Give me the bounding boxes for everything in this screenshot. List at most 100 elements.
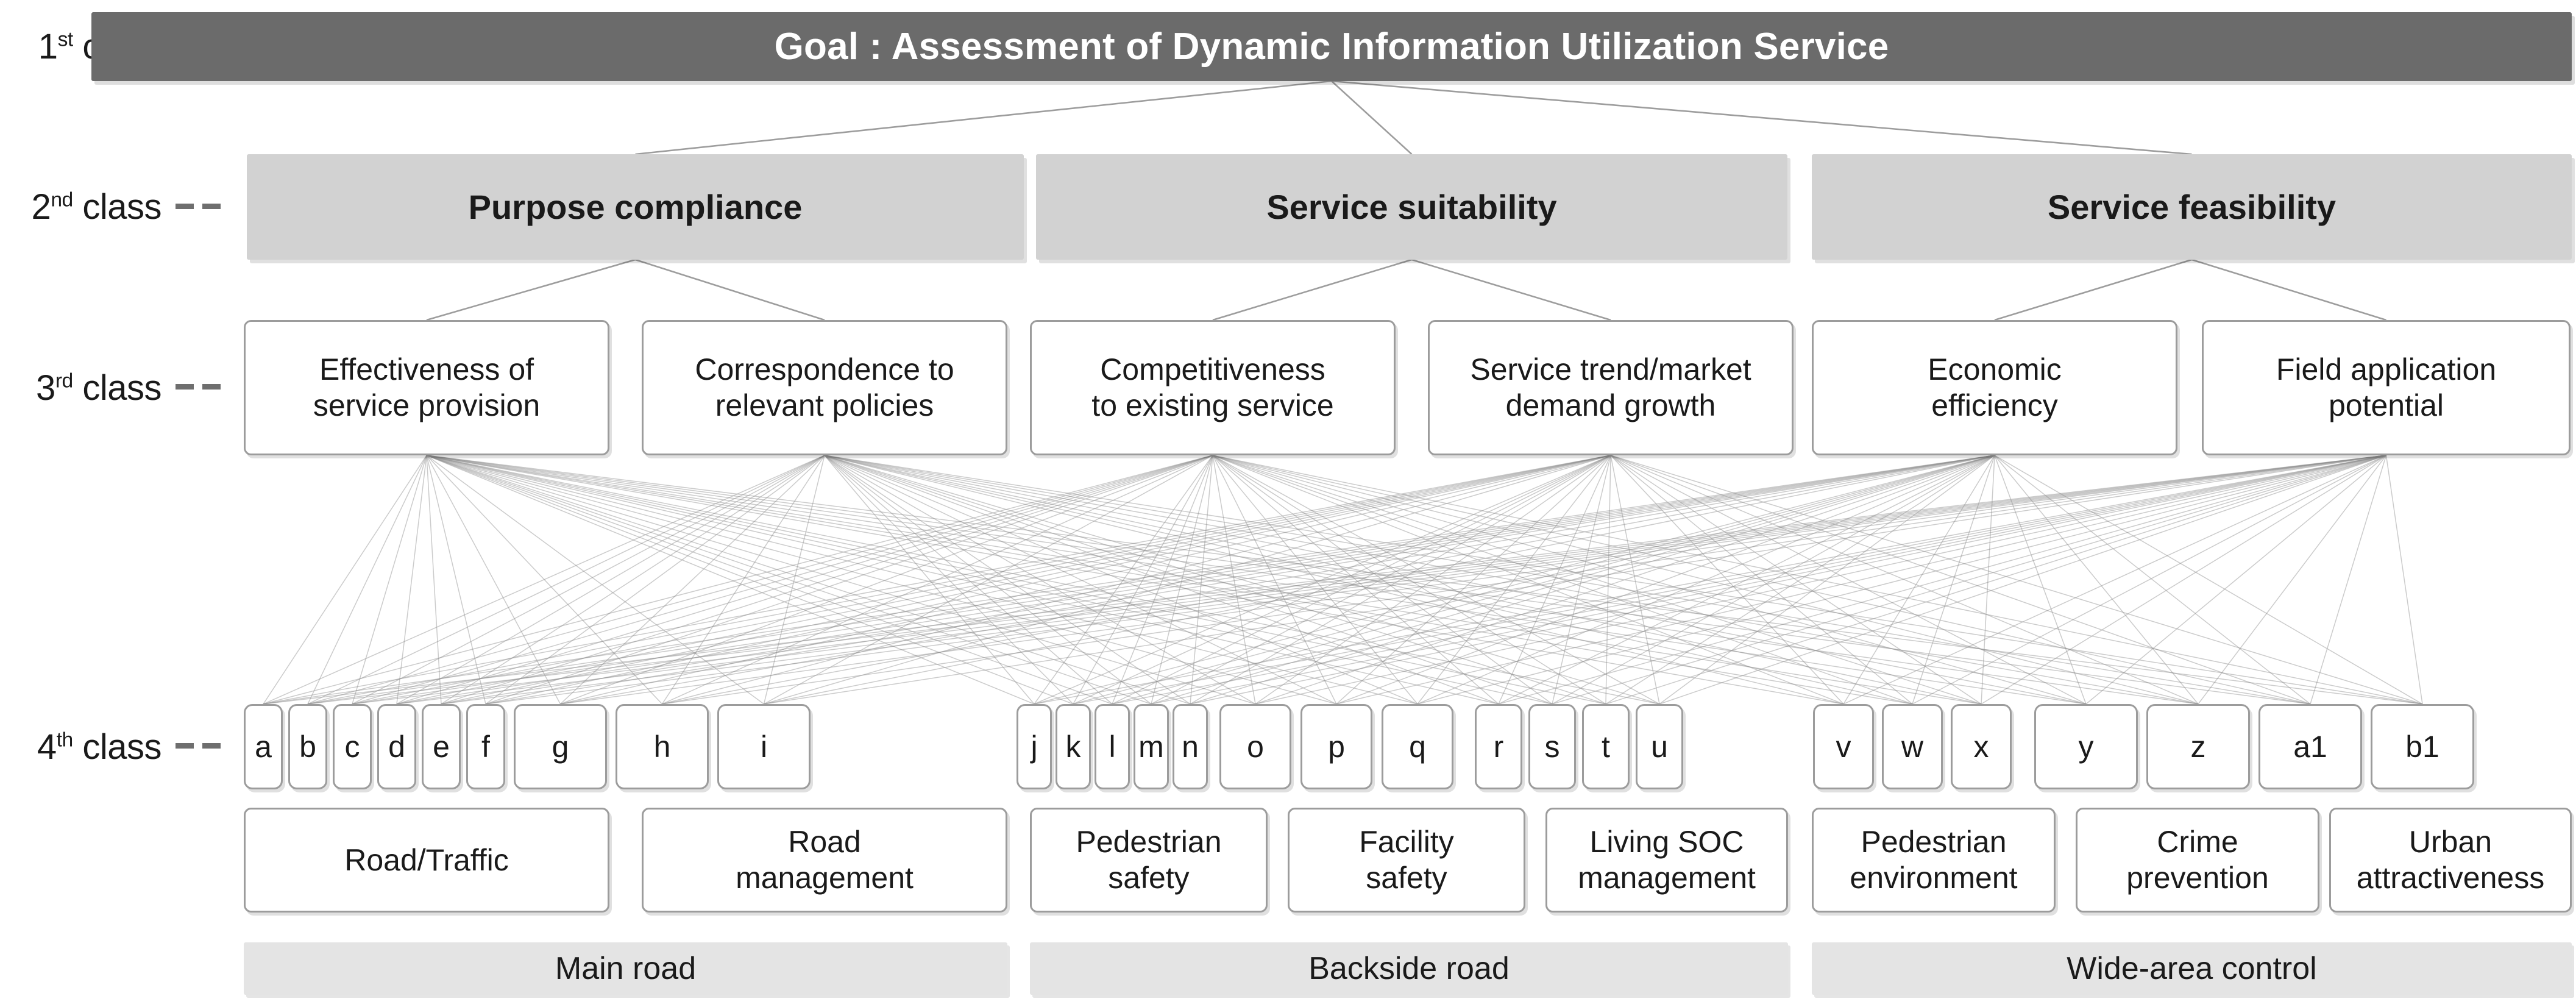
road-band-wide-area-control[interactable]: Wide-area control (1812, 942, 2572, 995)
indicator-c[interactable]: c (333, 704, 372, 789)
road-band-backside-road[interactable]: Backside road (1030, 942, 1788, 995)
indicator-s[interactable]: s (1528, 704, 1576, 789)
edge-subcriterion-to-indicator (559, 455, 825, 705)
edge-subcriterion-to-indicator (1981, 455, 2386, 705)
indicator-label: p (1328, 729, 1345, 764)
edge-subcriterion-to-indicator (1659, 455, 2386, 705)
class-word: class (82, 727, 161, 767)
edge-subcriterion-to-indicator (1843, 455, 2386, 705)
edge-subcriterion-to-indicator (426, 455, 442, 705)
road-band-main-road[interactable]: Main road (244, 942, 1007, 995)
indicator-r[interactable]: r (1475, 704, 1522, 789)
criterion-service-suitability[interactable]: Service suitability (1036, 154, 1787, 260)
indicator-b[interactable]: b (288, 704, 327, 789)
edge-subcriterion-to-indicator (1112, 455, 2386, 705)
indicator-a1[interactable]: a1 (2258, 704, 2362, 789)
edge-subcriterion-to-indicator (1073, 455, 1213, 705)
indicator-h[interactable]: h (616, 704, 709, 789)
indicator-y[interactable]: y (2034, 704, 2138, 789)
criterion-label: Service suitability (1266, 188, 1557, 226)
indicator-p[interactable]: p (1300, 704, 1372, 789)
edge-subcriterion-to-indicator (824, 455, 1499, 705)
indicator-a[interactable]: a (244, 704, 283, 789)
category-road-traffic[interactable]: Road/Traffic (244, 808, 609, 913)
edge-subcriterion-to-indicator (307, 455, 825, 705)
edge-subcriterion-to-indicator (662, 455, 1995, 705)
edge-subcriterion-to-indicator (1994, 455, 2087, 705)
edge-subcriterion-to-indicator (426, 455, 1660, 705)
edge-subcriterion-to-indicator (764, 455, 1611, 705)
criterion-purpose-compliance[interactable]: Purpose compliance (247, 154, 1024, 260)
indicator-e[interactable]: e (422, 704, 461, 789)
indicator-b1[interactable]: b1 (2371, 704, 2474, 789)
indicator-label: u (1651, 729, 1668, 764)
edge-subcriterion-to-indicator (426, 455, 1553, 705)
edge-criterion-to-subcriterion (635, 258, 825, 321)
indicator-j[interactable]: j (1017, 704, 1052, 789)
class-label-class-4: 4th class (12, 722, 162, 771)
edge-subcriterion-to-indicator (1212, 455, 1606, 705)
edge-subcriterion-to-indicator (485, 455, 1213, 705)
edge-goal-to-criterion (1331, 80, 2192, 155)
indicator-g[interactable]: g (514, 704, 607, 789)
edge-subcriterion-to-indicator (263, 455, 2386, 705)
indicator-label: j (1031, 729, 1038, 764)
indicator-z[interactable]: z (2146, 704, 2250, 789)
indicator-x[interactable]: x (1951, 704, 2012, 789)
edge-subcriterion-to-indicator (2385, 455, 2423, 705)
edge-subcriterion-to-indicator (824, 455, 1418, 705)
indicator-f[interactable]: f (466, 704, 505, 789)
indicator-k[interactable]: k (1056, 704, 1091, 789)
indicator-label: g (552, 729, 569, 764)
edge-subcriterion-to-indicator (426, 455, 2311, 705)
edge-subcriterion-to-indicator (1610, 455, 2087, 705)
edge-subcriterion-to-indicator (1498, 455, 1995, 705)
edge-subcriterion-to-indicator (426, 455, 1113, 705)
indicator-u[interactable]: u (1636, 704, 1683, 789)
edge-subcriterion-to-indicator (824, 455, 1191, 705)
indicator-n[interactable]: n (1173, 704, 1208, 789)
indicator-o[interactable]: o (1219, 704, 1291, 789)
indicator-d[interactable]: d (377, 704, 416, 789)
indicator-w[interactable]: w (1882, 704, 1943, 789)
indicator-q[interactable]: q (1382, 704, 1453, 789)
edge-subcriterion-to-indicator (352, 455, 427, 705)
edge-subcriterion-to-indicator (263, 455, 1611, 705)
indicator-t[interactable]: t (1582, 704, 1630, 789)
edge-subcriterion-to-indicator (441, 455, 1213, 705)
edge-subcriterion-to-indicator (1255, 455, 1995, 705)
indicator-l[interactable]: l (1095, 704, 1130, 789)
edge-subcriterion-to-indicator (426, 455, 486, 705)
indicator-v[interactable]: v (1813, 704, 1874, 789)
edge-subcriterion-to-indicator (1610, 455, 2199, 705)
edge-subcriterion-to-indicator (396, 455, 825, 705)
edge-subcriterion-to-indicator (1610, 455, 1844, 705)
class-ordinal-suffix: st (57, 28, 74, 51)
criterion-service-feasibility[interactable]: Service feasibility (1812, 154, 2572, 260)
indicator-i[interactable]: i (717, 704, 811, 789)
edge-subcriterion-to-indicator (1212, 455, 1553, 705)
edge-subcriterion-to-indicator (485, 455, 1611, 705)
edge-subcriterion-to-indicator (1112, 455, 1995, 705)
edge-criterion-to-subcriterion (1994, 258, 2192, 321)
edge-subcriterion-to-indicator (426, 455, 1499, 705)
indicator-m[interactable]: m (1134, 704, 1169, 789)
criterion-label: Purpose compliance (468, 188, 803, 226)
edge-subcriterion-to-indicator (2198, 455, 2387, 705)
edge-subcriterion-to-indicator (824, 455, 1913, 705)
